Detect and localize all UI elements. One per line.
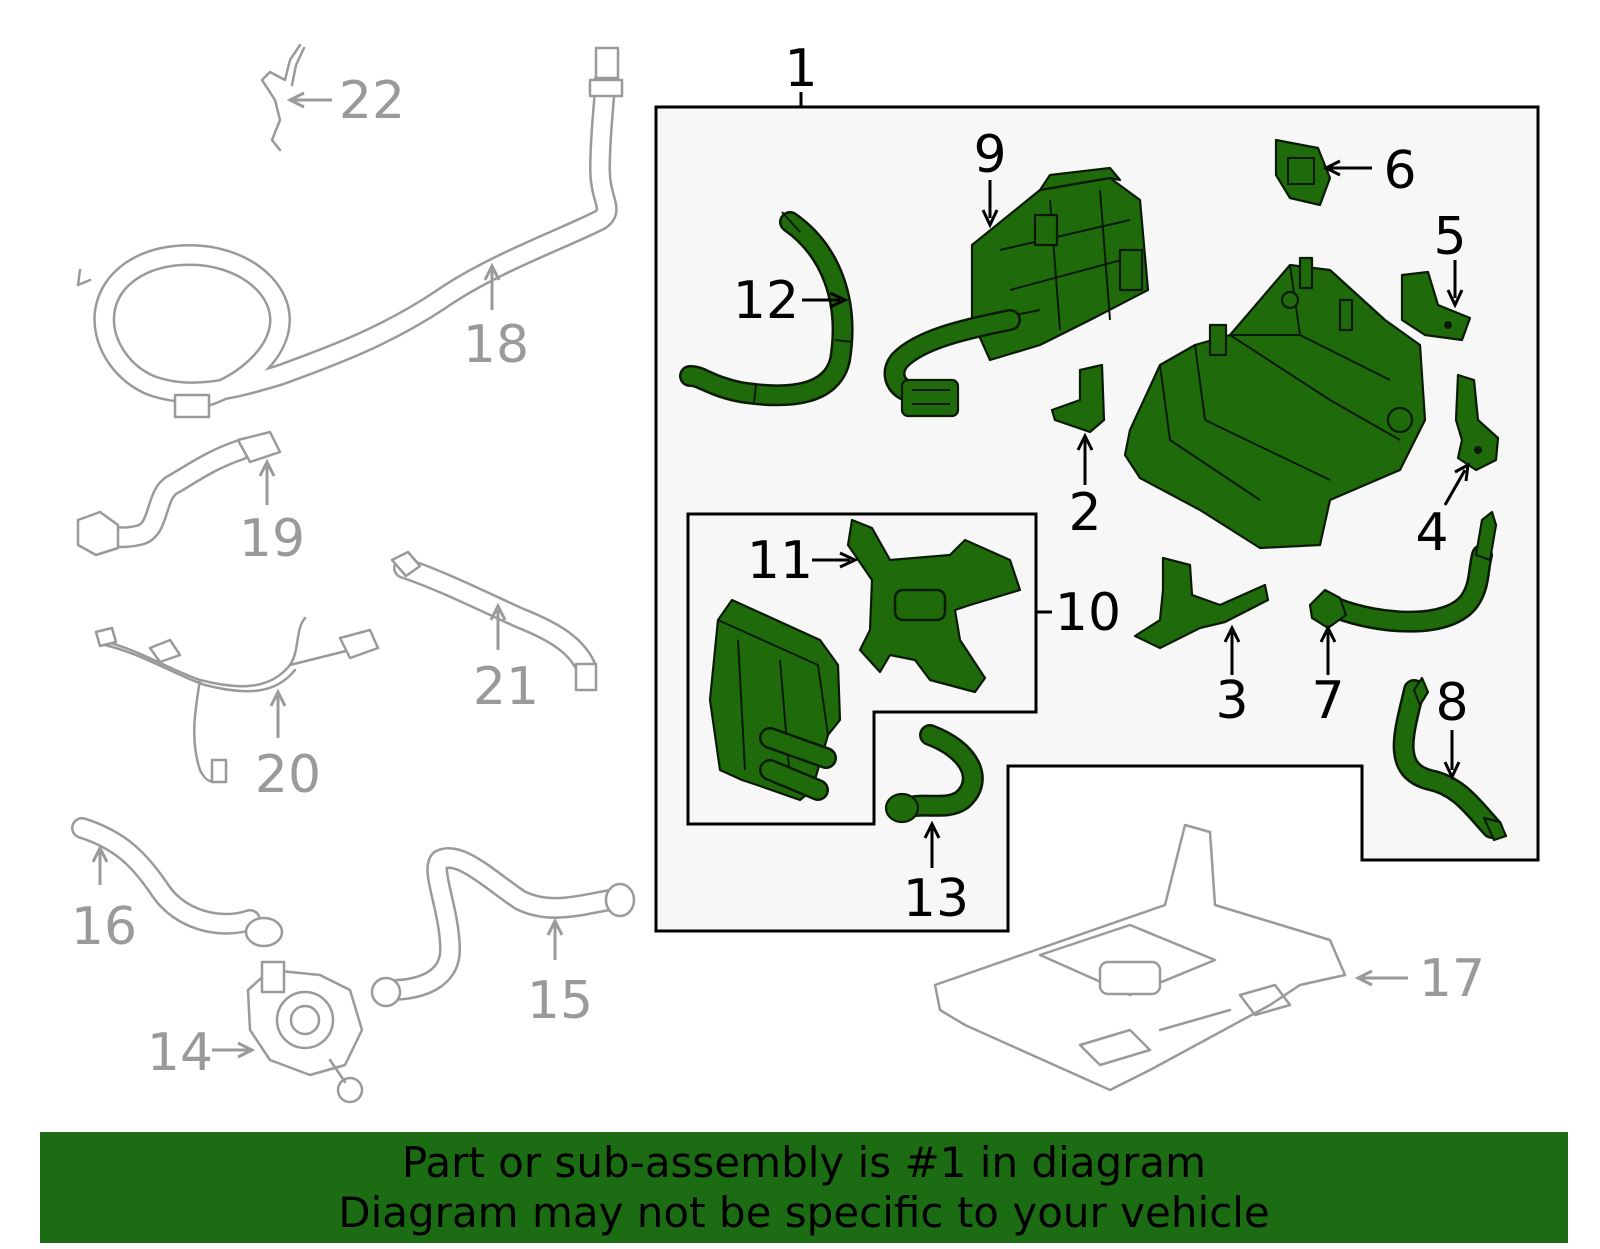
banner-line-2: Diagram may not be specific to your vehi… — [338, 1188, 1270, 1237]
callout-12: 12 — [733, 271, 799, 331]
part-9-charger[interactable] — [883, 166, 1150, 418]
leader-4 — [1443, 462, 1470, 506]
leader-21 — [489, 602, 507, 650]
part-6-module[interactable] — [1274, 138, 1332, 207]
callout-20: 20 — [255, 745, 321, 805]
callout-13: 13 — [903, 869, 969, 929]
part-15-hose — [370, 847, 636, 1008]
callout-21: 21 — [473, 657, 539, 717]
callout-17: 17 — [1419, 949, 1485, 1009]
part-12-hose[interactable] — [679, 211, 854, 407]
part-13-hose[interactable] — [884, 724, 984, 824]
part-5-bracket[interactable] — [1400, 270, 1472, 342]
part-14-pump — [246, 960, 364, 1104]
leader-22 — [286, 91, 332, 109]
callout-14: 14 — [147, 1023, 213, 1083]
leader-9 — [981, 180, 999, 229]
part-2-bracket[interactable] — [1050, 363, 1106, 434]
callout-6: 6 — [1383, 141, 1416, 201]
callout-11: 11 — [747, 531, 813, 591]
leader-7 — [1319, 624, 1337, 675]
callout-4: 4 — [1415, 503, 1448, 563]
callout-15: 15 — [527, 971, 593, 1031]
callout-18: 18 — [463, 315, 529, 375]
leader-11 — [812, 551, 859, 569]
leader-18 — [483, 262, 501, 310]
part-7-cable[interactable] — [1308, 510, 1498, 633]
callout-10: 10 — [1055, 583, 1121, 643]
part-18-harness — [76, 46, 624, 419]
callout-2: 2 — [1068, 483, 1101, 543]
part-3-bracket[interactable] — [1133, 556, 1270, 650]
main-power-unit[interactable] — [1123, 256, 1427, 550]
leader-15 — [546, 917, 564, 960]
part-10-converter[interactable] — [708, 598, 842, 802]
part-22-wire — [260, 43, 306, 152]
leader-19 — [258, 458, 276, 505]
callout-16: 16 — [71, 897, 137, 957]
callout-7: 7 — [1311, 671, 1344, 731]
banner-line-1: Part or sub-assembly is #1 in diagram — [401, 1138, 1207, 1187]
part-17-mounting-plate — [933, 823, 1347, 1092]
callout-8: 8 — [1435, 673, 1468, 733]
leader-16 — [91, 844, 109, 885]
leader-3 — [1223, 624, 1241, 675]
part-19-harness — [76, 430, 282, 557]
callout-9: 9 — [973, 125, 1006, 185]
part-4-bracket[interactable] — [1454, 373, 1500, 472]
leader-12 — [802, 291, 849, 309]
leader-17 — [1354, 969, 1408, 987]
part-8-cable[interactable] — [1392, 676, 1508, 842]
leader-13 — [923, 820, 941, 868]
callout-19: 19 — [239, 509, 305, 569]
leader-5 — [1446, 260, 1464, 309]
callout-1: 1 — [784, 39, 817, 99]
leader-14 — [212, 1041, 256, 1059]
leader-6 — [1322, 159, 1372, 177]
part-21-wire — [390, 550, 598, 692]
part-16-hose — [71, 817, 284, 948]
part-11-bracket-plate[interactable] — [846, 518, 1022, 694]
callout-22: 22 — [339, 71, 405, 131]
info-banner: Part or sub-assembly is #1 in diagram Di… — [40, 1132, 1568, 1243]
leader-8 — [1443, 730, 1461, 781]
callout-3: 3 — [1215, 671, 1248, 731]
leader-2 — [1076, 432, 1094, 485]
callout-5: 5 — [1433, 207, 1466, 267]
leader-20 — [269, 688, 287, 738]
part-20-harness — [94, 616, 380, 784]
